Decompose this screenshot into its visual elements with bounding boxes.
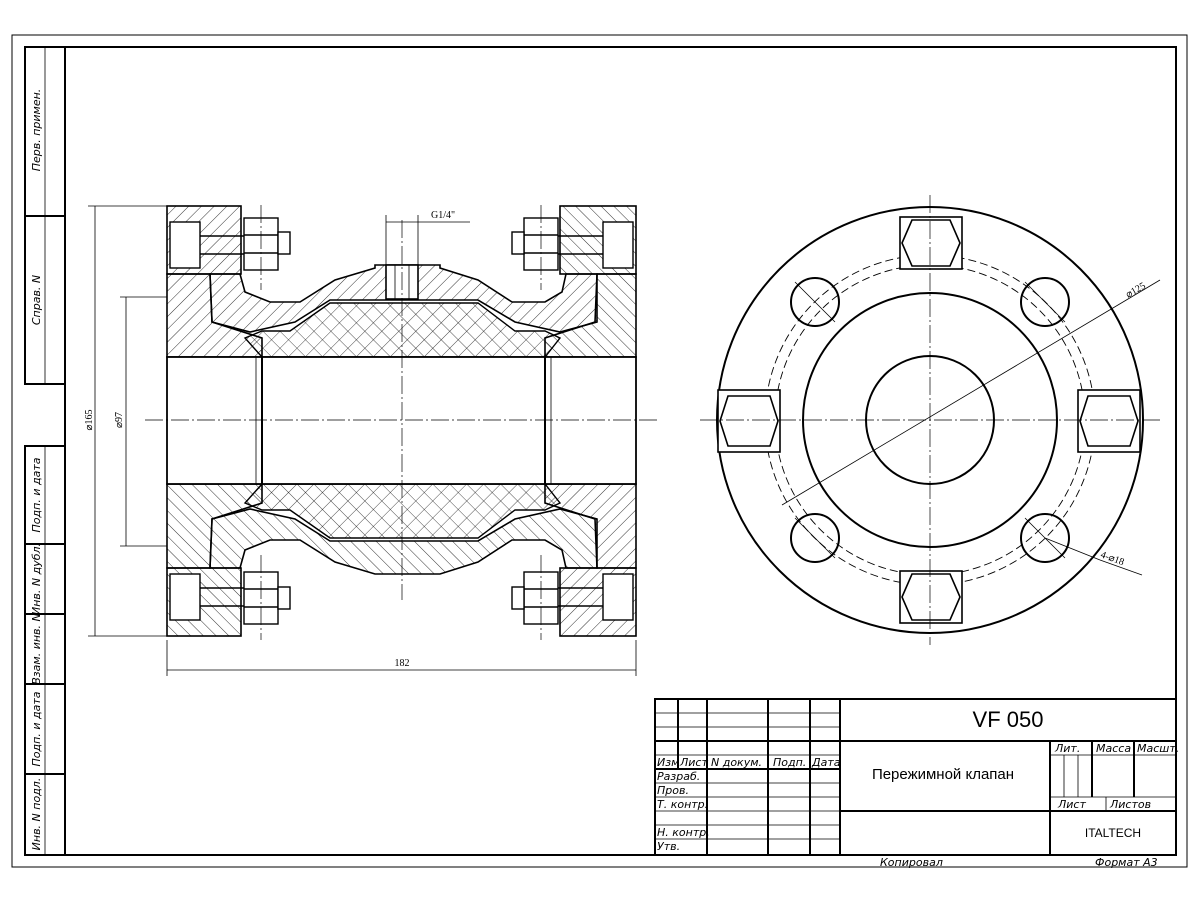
tb-h-izm: Изм [657, 756, 679, 769]
stamp-podp-data-2: Подп. и дата [30, 691, 43, 766]
tb-row-n-kontr: Н. контр. [657, 826, 710, 839]
dim-bolt-circle: ⌀125 [1124, 281, 1148, 301]
tb-h-list: Лист [679, 756, 708, 769]
tb-row-prov: Пров. [657, 784, 689, 797]
footer-copied: Копировал [880, 856, 943, 869]
dim-inner-diameter: ⌀97 [114, 412, 125, 428]
tb-organization: ITALTECH [1085, 826, 1141, 840]
tb-row-utv: Утв. [657, 840, 680, 853]
tb-list: Лист [1057, 798, 1086, 811]
end-view: ⌀125 4-⌀18 [700, 195, 1161, 645]
section-view: G1/4" ⌀165 ⌀97 182 [84, 205, 660, 676]
outer-sheet-border [11, 34, 1188, 868]
dim-thread: G1/4" [431, 210, 455, 221]
tb-massa: Масса [1096, 742, 1131, 755]
stamp-perv-primen: Перв. примен. [30, 89, 43, 172]
stamp-inv-podl: Инв. N подл. [30, 778, 43, 851]
stamp-inv-dubl: Инв. N дубл. [30, 543, 43, 615]
dim-outer-diameter: ⌀165 [84, 409, 95, 430]
tb-masshtab: Масшт. [1137, 742, 1179, 755]
tb-name: Пережимной клапан [872, 766, 1014, 783]
tb-row-razrab: Разраб. [657, 770, 700, 783]
tb-designation: VF 050 [973, 707, 1044, 732]
stamp-podp-data-1: Подп. и дата [30, 457, 43, 532]
stamp-sprav-n: Справ. N [30, 275, 43, 325]
tb-h-n-dokum: N докум. [711, 756, 762, 769]
tb-lit: Лит. [1054, 742, 1080, 755]
tb-h-podp: Подп. [773, 756, 806, 769]
side-stamp: Перв. примен. Справ. N Подп. и дата Инв.… [24, 46, 66, 856]
dim-length: 182 [395, 658, 410, 669]
tb-h-data: Дата [811, 756, 841, 769]
tb-row-t-kontr: Т. контр. [657, 798, 708, 811]
dim-holes: 4-⌀18 [1099, 549, 1126, 568]
title-block: VF 050 Пережимной клапан ITALTECH Изм Ли… [654, 698, 1179, 856]
stamp-vzam-inv: Взам. инв. N [30, 613, 43, 684]
footer-format: Формат А3 [1095, 856, 1158, 869]
tb-listov: Листов [1109, 798, 1151, 811]
